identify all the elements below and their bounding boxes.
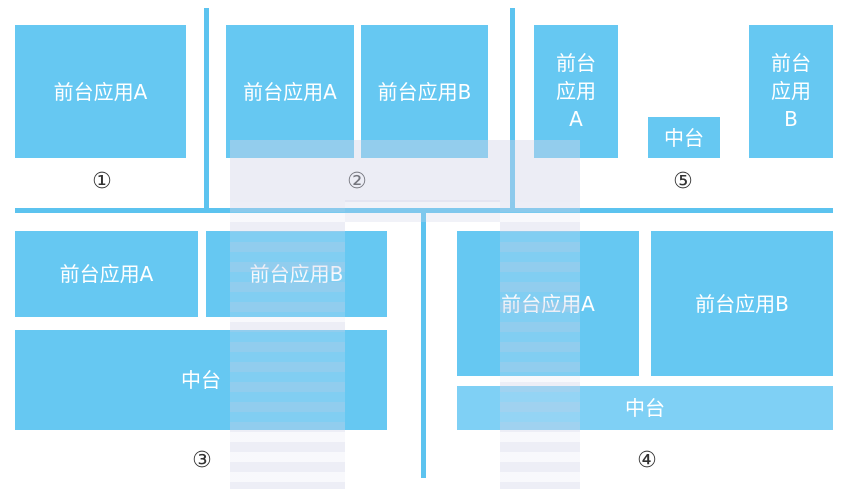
divider-vertical-top-right — [510, 8, 515, 212]
panel-4-middle: 中台 — [457, 386, 833, 430]
panel-5-app-b: 前台 应用 B — [749, 25, 833, 158]
panel-4-app-a: 前台应用A — [457, 231, 639, 376]
watermark-top-band — [230, 140, 580, 202]
panel-3-app-b: 前台应用B — [206, 231, 387, 317]
panel-5-app-b-line-3: B — [784, 107, 798, 131]
panel-4-number: ④ — [637, 448, 657, 473]
watermark-right-column — [500, 202, 580, 489]
divider-vertical-bottom — [421, 213, 426, 478]
divider-vertical-top-left — [204, 8, 209, 212]
panel-3-middle: 中台 — [15, 330, 387, 430]
panel-5-app-a-line-1: 前台 — [556, 51, 596, 75]
panel-4-app-b: 前台应用B — [651, 231, 833, 376]
watermark-crossbar — [345, 200, 500, 222]
divider-horizontal — [15, 208, 833, 213]
panel-2-app-b: 前台应用B — [361, 25, 488, 158]
panel-3-number: ③ — [192, 448, 212, 473]
watermark-left-column — [230, 202, 345, 489]
panel-5-app-a-line-2: 应用 — [556, 79, 596, 103]
panel-5-app-b-line-2: 应用 — [771, 79, 811, 103]
panel-3-app-a: 前台应用A — [15, 231, 198, 317]
panel-5-number: ⑤ — [673, 169, 693, 194]
panel-5-app-b-line-1: 前台 — [771, 51, 811, 75]
panel-5-app-a: 前台 应用 A — [534, 25, 618, 158]
panel-2-number: ② — [347, 169, 367, 194]
panel-1-app-a: 前台应用A — [15, 25, 186, 158]
panel-5-app-a-line-3: A — [569, 107, 583, 131]
panel-1-number: ① — [92, 169, 112, 194]
panel-5-middle: 中台 — [648, 117, 720, 158]
panel-2-app-a: 前台应用A — [226, 25, 354, 158]
